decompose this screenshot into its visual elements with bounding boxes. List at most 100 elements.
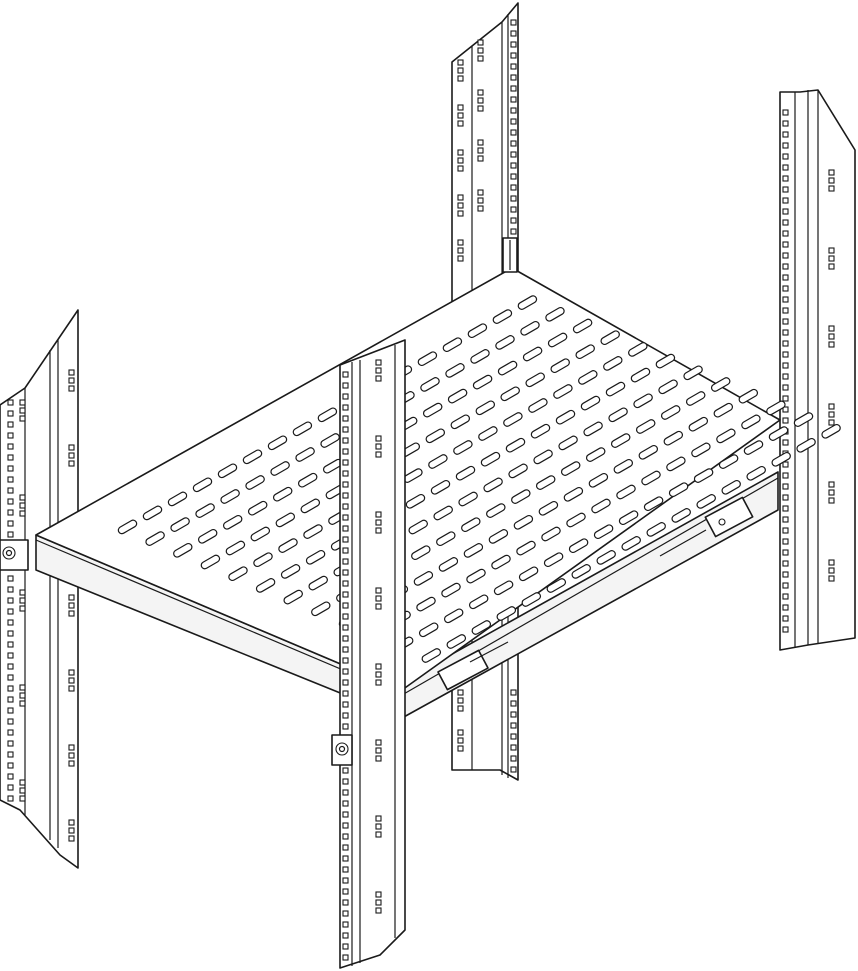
- rack-mounting-hole: [7, 531, 14, 538]
- rack-mounting-hole: [7, 498, 14, 505]
- ventilation-slot: [555, 409, 576, 425]
- rack-mounting-hole: [7, 674, 14, 681]
- ventilation-slot: [743, 440, 764, 455]
- rack-mounting-hole: [510, 195, 517, 202]
- rack-mounting-hole: [457, 165, 464, 172]
- rack-mounting-hole: [510, 711, 517, 718]
- rack-mounting-hole: [7, 707, 14, 714]
- rack-mounting-hole: [828, 403, 835, 410]
- ventilation-slot: [508, 463, 528, 479]
- rack-mounting-hole: [782, 362, 789, 369]
- rack-mounting-hole: [342, 382, 349, 389]
- rack-mounting-hole: [457, 157, 464, 164]
- rack-mounting-hole: [828, 575, 835, 582]
- ventilation-slot: [553, 384, 573, 399]
- rack-mounting-hole: [375, 679, 382, 686]
- ventilation-slot: [270, 461, 290, 476]
- rack-mounting-hole: [828, 481, 835, 488]
- ventilation-slot: [142, 505, 163, 521]
- ventilation-slot: [295, 447, 315, 462]
- rack-mounting-hole: [510, 118, 517, 125]
- rack-mounting-hole: [68, 444, 75, 451]
- rack-mounting-hole: [782, 186, 789, 193]
- ventilation-slot: [466, 568, 486, 584]
- ventilation-slot: [616, 484, 636, 500]
- ventilation-slot: [583, 421, 603, 437]
- rack-mounting-hole: [477, 105, 484, 112]
- rack-mounting-hole: [342, 481, 349, 488]
- ventilation-slot: [628, 342, 648, 357]
- ventilation-slot: [495, 335, 515, 350]
- ventilation-slot: [520, 320, 540, 336]
- rack-mounting-hole: [342, 932, 349, 939]
- ventilation-slot: [578, 370, 598, 385]
- rack-mounting-hole: [7, 487, 14, 494]
- rack-mounting-hole: [457, 255, 464, 262]
- rack-mounting-hole: [68, 594, 75, 601]
- ventilation-slot: [593, 524, 614, 540]
- rack-mounting-hole: [510, 217, 517, 224]
- rack-mounting-hole: [342, 613, 349, 620]
- rack-mounting-hole: [510, 63, 517, 70]
- rack-mounting-hole: [342, 811, 349, 818]
- ventilation-slot: [117, 519, 138, 535]
- rack-mounting-hole: [477, 147, 484, 154]
- rack-mounting-hole: [342, 624, 349, 631]
- rack-mounting-hole: [7, 619, 14, 626]
- rack-mounting-hole: [19, 692, 26, 699]
- ventilation-slot: [308, 575, 328, 591]
- ventilation-slot: [428, 454, 448, 469]
- rack-mounting-hole: [19, 510, 26, 517]
- rack-mounting-hole: [782, 263, 789, 270]
- ventilation-slot: [550, 358, 570, 374]
- ventilation-slot: [766, 400, 786, 416]
- rack-post-front-center: [339, 339, 406, 969]
- rack-mounting-hole: [342, 822, 349, 829]
- ventilation-slot: [663, 430, 684, 446]
- rack-mounting-hole: [782, 274, 789, 281]
- rack-mounting-hole: [7, 421, 14, 428]
- ventilation-slot: [516, 540, 536, 556]
- ventilation-slot: [660, 405, 681, 420]
- rack-mounting-hole: [7, 652, 14, 659]
- rack-mounting-hole: [510, 107, 517, 114]
- rack-mounting-hole: [375, 891, 382, 898]
- rack-mounting-hole: [782, 142, 789, 149]
- ventilation-slot: [596, 550, 616, 565]
- rack-mounting-hole: [375, 671, 382, 678]
- ventilation-slot: [480, 451, 501, 467]
- rack-mounting-hole: [342, 492, 349, 499]
- rack-mounting-hole: [477, 139, 484, 146]
- rack-mounting-hole: [19, 502, 26, 509]
- cantilever-shelf: [35, 237, 841, 719]
- rack-mounting-hole: [477, 39, 484, 46]
- rack-mounting-hole: [19, 415, 26, 422]
- rack-mounting-hole: [342, 921, 349, 928]
- ventilation-slot: [442, 337, 463, 353]
- ventilation-slot: [491, 554, 511, 570]
- ventilation-slot: [247, 500, 268, 516]
- ventilation-slot: [145, 531, 165, 546]
- ventilation-slot: [458, 491, 478, 507]
- ventilation-slot: [420, 377, 440, 392]
- rack-mounting-hole: [782, 604, 789, 611]
- rack-mounting-hole: [457, 210, 464, 217]
- rack-mounting-hole: [68, 452, 75, 459]
- ventilation-slot: [228, 566, 248, 582]
- rack-mounting-hole: [19, 597, 26, 604]
- ventilation-slot: [638, 444, 659, 460]
- ventilation-slot: [272, 486, 293, 502]
- rack-mounting-hole: [7, 608, 14, 615]
- rack-mounting-hole: [510, 689, 517, 696]
- rack-mounting-hole: [782, 538, 789, 545]
- rack-mounting-hole: [342, 679, 349, 686]
- rack-mounting-hole: [342, 415, 349, 422]
- rack-mounting-hole: [782, 252, 789, 259]
- ventilation-slot: [496, 606, 517, 621]
- rack-mounting-hole: [477, 205, 484, 212]
- rack-mounting-hole: [68, 835, 75, 842]
- rack-mounting-hole: [68, 752, 75, 759]
- rack-mounting-hole: [510, 228, 517, 235]
- rack-mounting-hole: [510, 206, 517, 213]
- ventilation-slot: [421, 648, 442, 663]
